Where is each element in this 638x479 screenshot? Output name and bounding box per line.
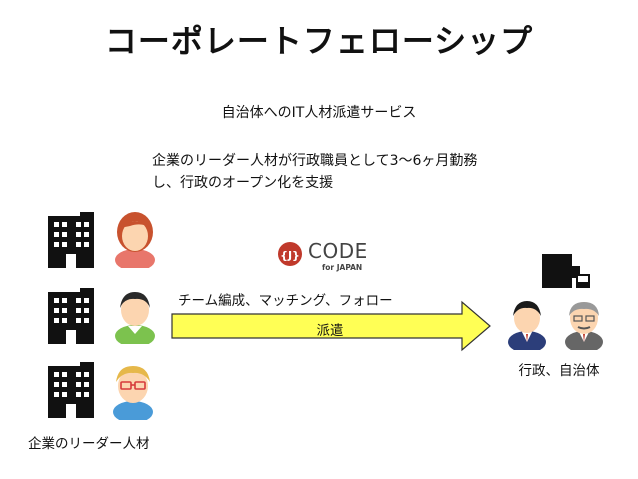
svg-text:CODE: CODE — [308, 239, 368, 263]
page-title: コーポレートフェローシップ — [104, 22, 534, 60]
dispatch-arrow — [171, 300, 491, 352]
building-icon — [48, 362, 94, 418]
person-icon-official — [508, 301, 546, 350]
building-icon — [48, 212, 94, 268]
government-building-icon — [542, 254, 590, 288]
arrow-label: 派遣 — [316, 323, 344, 339]
team-label: チーム編成、マッチング、フォロー — [178, 293, 393, 309]
person-icon-man-glasses — [113, 366, 153, 420]
government-label: 行政、自治体 — [518, 363, 600, 379]
description-line-2: し、行政のオープン化を支援 — [152, 175, 334, 191]
person-icon-senior-official — [565, 302, 603, 350]
subtitle: 自治体へのIT人材派遣サービス — [221, 105, 417, 121]
corporate-leaders-label: 企業のリーダー人材 — [28, 436, 150, 452]
person-icon-woman — [115, 212, 155, 268]
description: 企業のリーダー人材が行政職員として3〜6ヶ月勤務 し、行政のオープン化を支援 — [152, 150, 552, 194]
description-line-1: 企業のリーダー人材が行政職員として3〜6ヶ月勤務 — [152, 153, 478, 169]
svg-text:for JAPAN: for JAPAN — [322, 263, 362, 272]
svg-text:{J}: {J} — [280, 249, 300, 262]
building-icon — [48, 288, 94, 344]
code-for-japan-logo: {J} CODE for JAPAN — [278, 239, 368, 272]
person-icon-man — [115, 292, 155, 344]
